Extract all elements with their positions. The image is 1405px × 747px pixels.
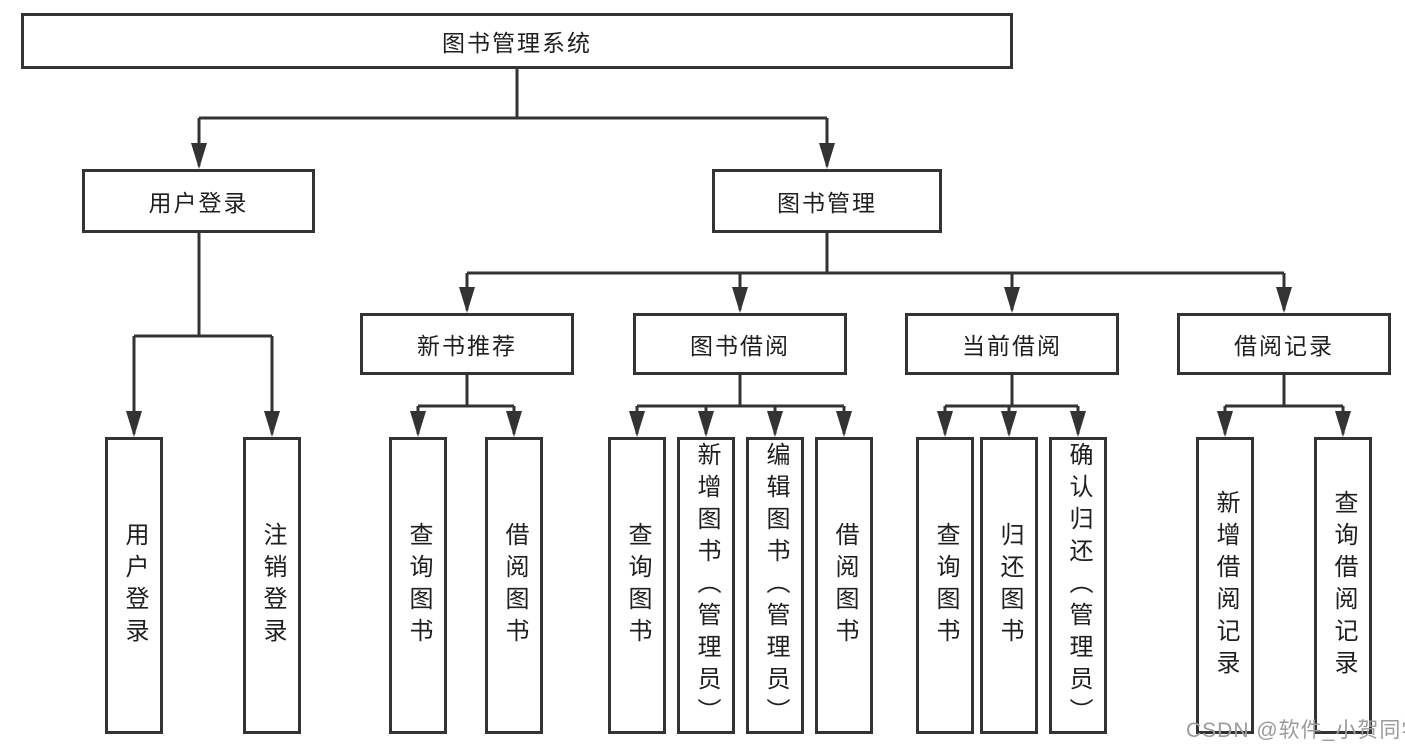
node-borrow-records: 借阅记录: [1177, 313, 1391, 375]
leaf-label: 查询图书: [932, 521, 959, 650]
leaf-bb-borrow-books: 借阅图书: [815, 437, 873, 734]
leaf-label: 借阅图书: [501, 521, 528, 650]
leaf-label: 确认归还（管理员）: [1065, 441, 1092, 730]
leaf-label: 借阅图书: [831, 521, 858, 650]
connector-borrow-records-to-leaves: [1217, 375, 1351, 437]
arrow-down-icon: [1335, 411, 1351, 437]
arrow-down-icon: [1001, 411, 1017, 437]
leaf-cb-return-books: 归还图书: [980, 437, 1038, 734]
connector-book-borrow-to-leaves: [629, 375, 852, 437]
leaf-label: 用户登录: [121, 521, 148, 650]
arrow-down-icon: [459, 287, 475, 313]
connector-root-to-level2: [191, 69, 835, 169]
leaf-label: 新增图书（管理员）: [693, 441, 720, 730]
arrow-down-icon: [1276, 287, 1292, 313]
leaf-label: 编辑图书（管理员）: [762, 441, 789, 730]
arrow-down-icon: [1070, 411, 1086, 437]
leaf-label: 新增借阅记录: [1212, 489, 1239, 682]
leaf-cb-confirm-return-admin: 确认归还（管理员）: [1049, 437, 1107, 734]
leaf-bb-add-books-admin: 新增图书（管理员）: [677, 437, 735, 734]
leaf-user-login: 用户登录: [105, 437, 163, 734]
connector-user-login-to-leaves: [126, 233, 280, 437]
leaf-label: 查询图书: [624, 521, 651, 650]
leaf-nbr-query-books: 查询图书: [389, 437, 447, 734]
leaf-bb-query-books: 查询图书: [608, 437, 666, 734]
leaf-label: 注销登录: [259, 521, 286, 650]
leaf-logout: 注销登录: [243, 437, 301, 734]
arrow-down-icon: [410, 411, 426, 437]
leaf-bb-edit-books-admin: 编辑图书（管理员）: [746, 437, 804, 734]
arrow-down-icon: [506, 411, 522, 437]
node-user-login: 用户登录: [82, 169, 315, 233]
leaf-cb-query-books: 查询图书: [916, 437, 974, 734]
connector-book-management-to-modules: [459, 233, 1292, 313]
leaf-br-add-record: 新增借阅记录: [1196, 437, 1254, 734]
arrow-down-icon: [698, 411, 714, 437]
node-current-borrow: 当前借阅: [905, 313, 1119, 375]
leaf-label: 查询借阅记录: [1330, 489, 1357, 682]
arrow-down-icon: [937, 411, 953, 437]
connector-current-borrow-to-leaves: [937, 375, 1086, 437]
node-new-book-recommend: 新书推荐: [360, 313, 574, 375]
node-root-system: 图书管理系统: [21, 13, 1013, 69]
connector-new-book-recommend-to-leaves: [410, 375, 522, 437]
leaf-br-query-record: 查询借阅记录: [1314, 437, 1372, 734]
arrow-down-icon: [264, 411, 280, 437]
arrow-down-icon: [191, 143, 207, 169]
node-book-borrow: 图书借阅: [633, 313, 847, 375]
leaf-label: 查询图书: [405, 521, 432, 650]
arrow-down-icon: [1004, 287, 1020, 313]
leaf-nbr-borrow-books: 借阅图书: [485, 437, 543, 734]
arrow-down-icon: [629, 411, 645, 437]
node-book-management: 图书管理: [712, 169, 942, 233]
arrow-down-icon: [767, 411, 783, 437]
arrow-down-icon: [126, 411, 142, 437]
leaf-label: 归还图书: [996, 521, 1023, 650]
arrow-down-icon: [732, 287, 748, 313]
csdn-watermark: CSDN @软件_小贺同学: [1186, 719, 1405, 742]
arrow-down-icon: [819, 143, 835, 169]
arrow-down-icon: [1217, 411, 1233, 437]
arrow-down-icon: [836, 411, 852, 437]
